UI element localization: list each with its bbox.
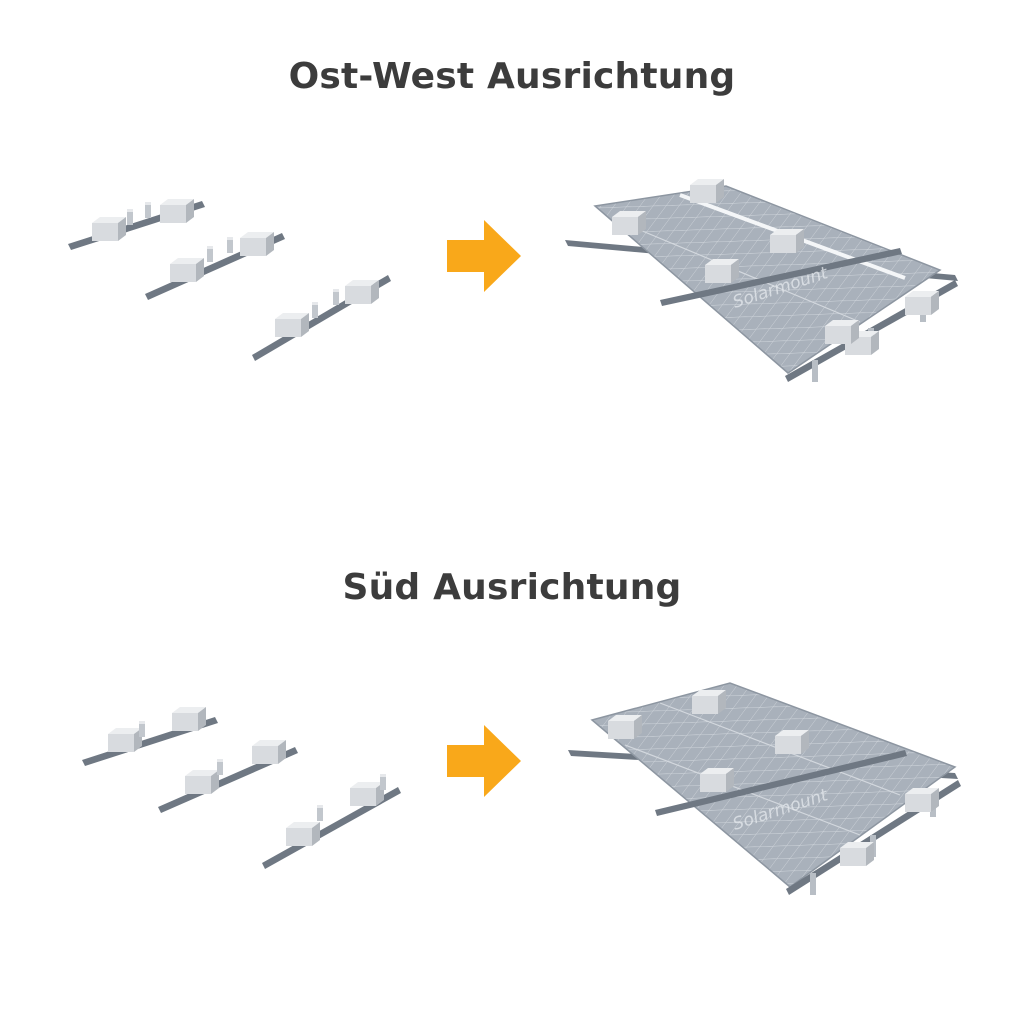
mounting-kit-1 [82, 707, 218, 766]
mounting-kit-3 [252, 275, 391, 361]
section-title-sued: Süd Ausrichtung [342, 567, 682, 608]
sued-illustration: Solarmount [82, 682, 961, 895]
section-title-ost-west: Ost-West Ausrichtung [288, 56, 736, 97]
mounting-kit-1 [68, 199, 205, 250]
mounting-kit-2 [158, 740, 298, 813]
sued-section: Süd Ausrichtung [0, 505, 1024, 965]
assembled-array-sued: Solarmount [568, 682, 961, 895]
ost-west-section: Ost-West Ausrichtung [0, 0, 1024, 460]
mounting-kit-3 [262, 774, 401, 869]
mounting-kit-2 [145, 232, 285, 300]
arrow-icon [447, 725, 521, 797]
assembled-array-ost-west: Solarmount [565, 179, 958, 382]
arrow-icon [447, 220, 521, 292]
ost-west-illustration: Solarmount [68, 179, 958, 382]
